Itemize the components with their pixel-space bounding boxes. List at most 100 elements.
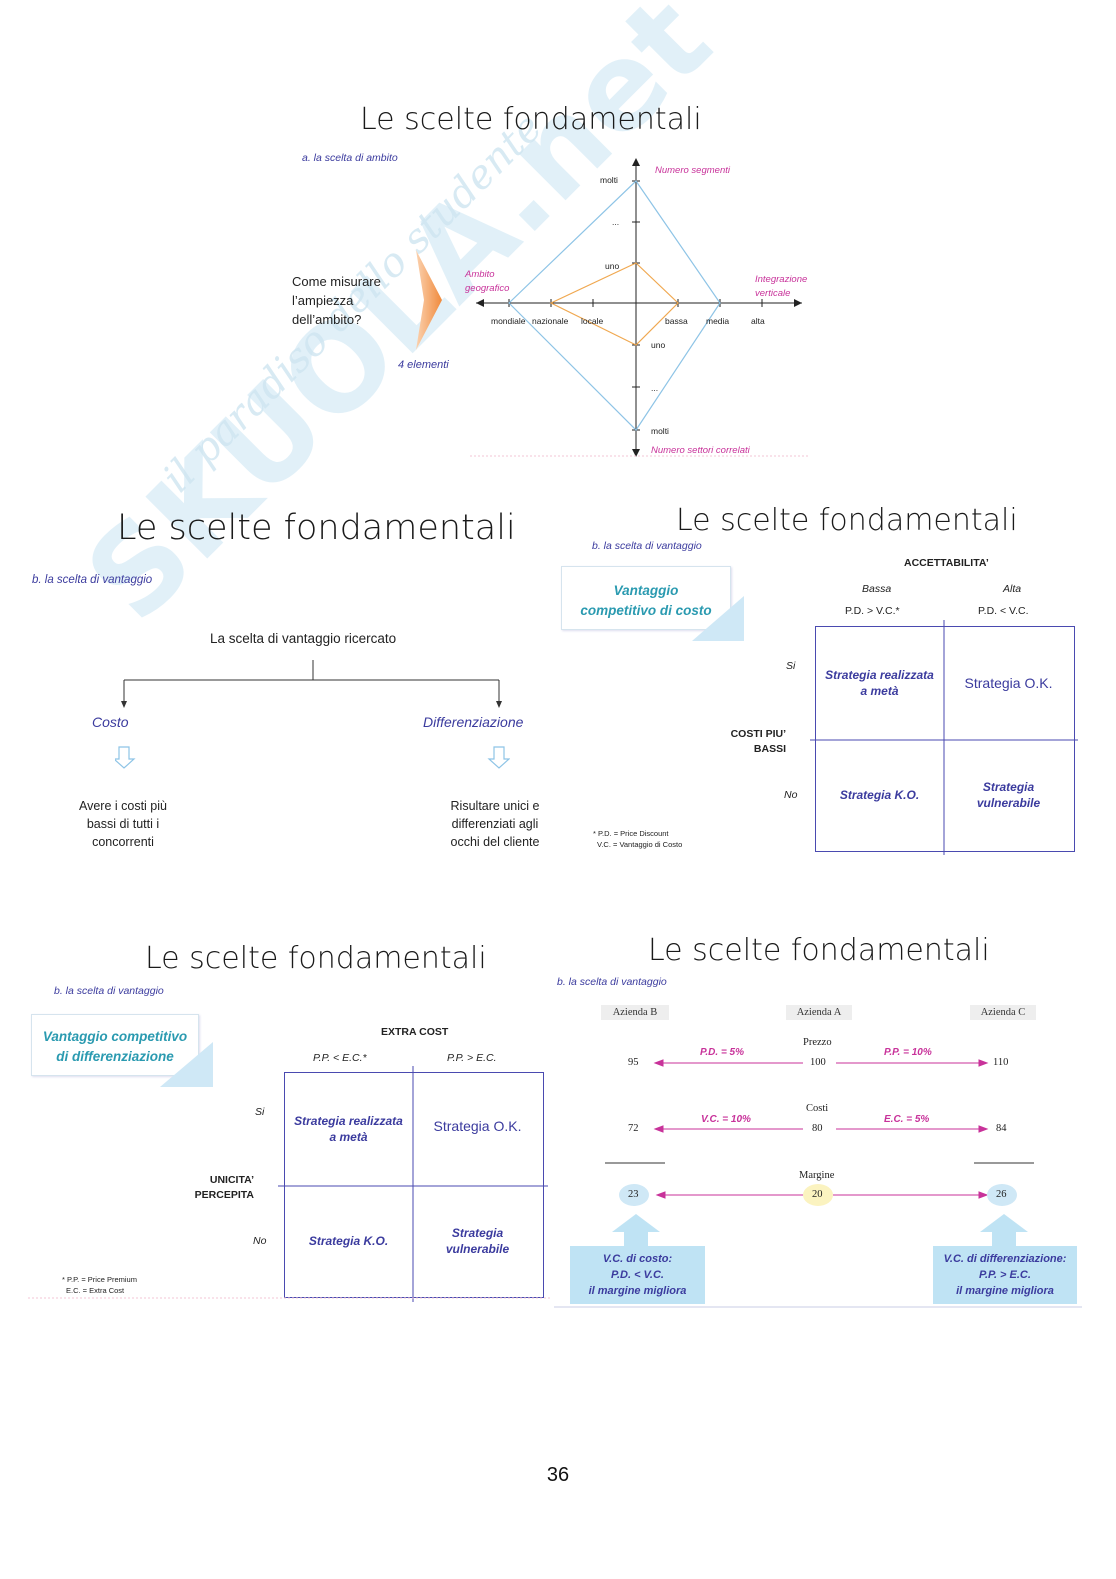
cost-description: Avere i costi più bassi di tutti i conco… [64,797,182,851]
cell-ko: Strategia K.O. [308,1233,389,1248]
price-c: 110 [993,1057,1009,1068]
top-tick-many: molti [600,175,618,185]
row-header-line: BASSI [753,743,786,756]
axis-bottom-label: Numero settori correlati [651,445,750,456]
footnote-1: * P.P. = Price Premium [62,1275,137,1284]
cell-line: vulnerabile [445,1242,510,1256]
vc-label: V.C. = 10% [701,1114,751,1125]
footnote-2: E.C. = Extra Cost [66,1286,125,1295]
bottom-tick-dots: ... [651,383,659,393]
slide1-title: Le scelte fondamentali [360,102,702,137]
axis-left-label-1: Ambito [465,269,495,280]
pd-label: P.D. = 5% [700,1047,745,1058]
cost-advantage-result: V.C. di costo: P.D. < V.C. il margine mi… [570,1246,705,1304]
branch-cost: Costo [92,714,129,730]
differentiation-matrix-lines [278,1066,548,1302]
axis-left-label-2: geografico [465,283,510,294]
page-number: 36 [546,1464,570,1486]
diff-desc-line: Risultare unici e [450,799,540,813]
result-line: P.P. > E.C. [979,1268,1031,1281]
slide5-subtitle: b. la scelta di vantaggio [557,976,667,988]
box-line: di differenziazione [56,1048,174,1064]
cell-line: vulnerabile [976,796,1041,810]
slide1-subtitle: a. la scelta di ambito [302,152,398,164]
pp-label: P.P. = 10% [884,1047,932,1058]
slide3-title: Le scelte fondamentali [676,503,1018,538]
top-tick-one: uno [605,261,620,271]
right-tick-high: alta [751,316,765,326]
up-arrow-icon [612,1214,660,1246]
row-header-line: COSTI PIU’ [730,728,786,740]
left-tick-local: locale [581,316,604,326]
col-high-cond: P.D. < V.C. [978,605,1029,617]
cost-desc-line: bassi di tutti i [86,817,160,832]
up-arrow-icon [980,1214,1028,1246]
bottom-tick-one: uno [651,340,666,350]
company-c-tab: Azienda C [970,1005,1036,1020]
slide4-bottom-rule [28,1297,550,1299]
cost-label: Costi [806,1103,829,1114]
footnote-1: * P.D. = Price Discount [593,829,669,838]
cell-line: Strategia [451,1225,504,1240]
cell-line: a metà [329,1130,368,1144]
diff-desc-line: differenziati agli [451,817,539,832]
scope-question: Come misurare l’ampiezza dell’ambito? [292,274,381,327]
right-tick-mid: media [706,316,730,326]
row-header-line: UNICITA’ [209,1174,254,1186]
col-high-cond: P.P. > E.C. [447,1052,497,1064]
price-label: Prezzo [803,1037,832,1048]
box-fold-icon [692,596,744,641]
cost-advantage-box: Vantaggio competitivo di costo [561,566,731,630]
result-line: il margine migliora [956,1284,1054,1297]
left-tick-national: nazionale [532,316,569,326]
row-header: UNICITA’ PERCEPITA [184,1173,254,1203]
axis-top-label: Numero segmenti [655,165,730,176]
slide2-subtitle: b. la scelta di vantaggio [32,574,153,586]
slide3-subtitle: b. la scelta di vantaggio [592,540,702,552]
margin-c: 26 [996,1189,1007,1200]
cell-ko: Strategia K.O. [839,787,920,802]
result-line: V.C. di differenziazione: [943,1253,1067,1265]
box-line: Vantaggio competitivo [42,1029,188,1044]
col-low: Bassa [862,583,892,595]
cost-desc-line: concorrenti [92,835,154,850]
tree-connectors [115,660,510,769]
row-no: No [253,1235,267,1247]
cell-line: Strategia [982,779,1035,794]
axis-right-label-2: verticale [755,288,791,299]
price-b: 95 [628,1057,639,1068]
ec-label: E.C. = 5% [884,1114,930,1125]
slide5-title: Le scelte fondamentali [648,933,990,968]
cost-a: 80 [812,1123,823,1134]
margin-b: 23 [628,1189,639,1200]
col-low-cond: P.P. < E.C.* [313,1052,367,1064]
row-yes: Si [255,1106,265,1118]
margin-arrows [605,1059,1034,1206]
orange-arrow-icon [416,250,442,350]
col-high: Alta [1003,583,1022,595]
margin-label: Margine [799,1170,835,1181]
cell-line: a metà [860,684,899,698]
branch-differentiation: Differenziazione [423,714,524,730]
footnote-2: V.C. = Vantaggio di Costo [597,840,683,849]
right-tick-low: bassa [665,316,688,326]
left-tick-world: mondiale [491,316,526,326]
row-header: COSTI PIU’ BASSI [716,727,786,757]
slide4-subtitle: b. la scelta di vantaggio [54,985,164,997]
cost-desc-line: Avere i costi più [78,799,167,813]
box-fold-icon [160,1042,213,1087]
cost-matrix [815,626,1075,852]
acceptability-header: ACCETTABILITA’ [904,557,989,569]
diff-desc-line: occhi del cliente [450,835,540,850]
axis-right-label-1: Integrazione [755,274,808,285]
cell-vulnerable: Strategia vulnerabile [413,1186,542,1296]
slide5-bottom-rule [554,1306,1082,1308]
slide2-title: Le scelte fondamentali [117,508,516,548]
row-no: No [784,789,798,801]
differentiation-description: Risultare unici e differenziati agli occ… [436,797,554,851]
top-tick-dots: ... [612,217,620,227]
cost-matrix-lines [810,620,1078,855]
box-line: Vantaggio [613,583,679,598]
